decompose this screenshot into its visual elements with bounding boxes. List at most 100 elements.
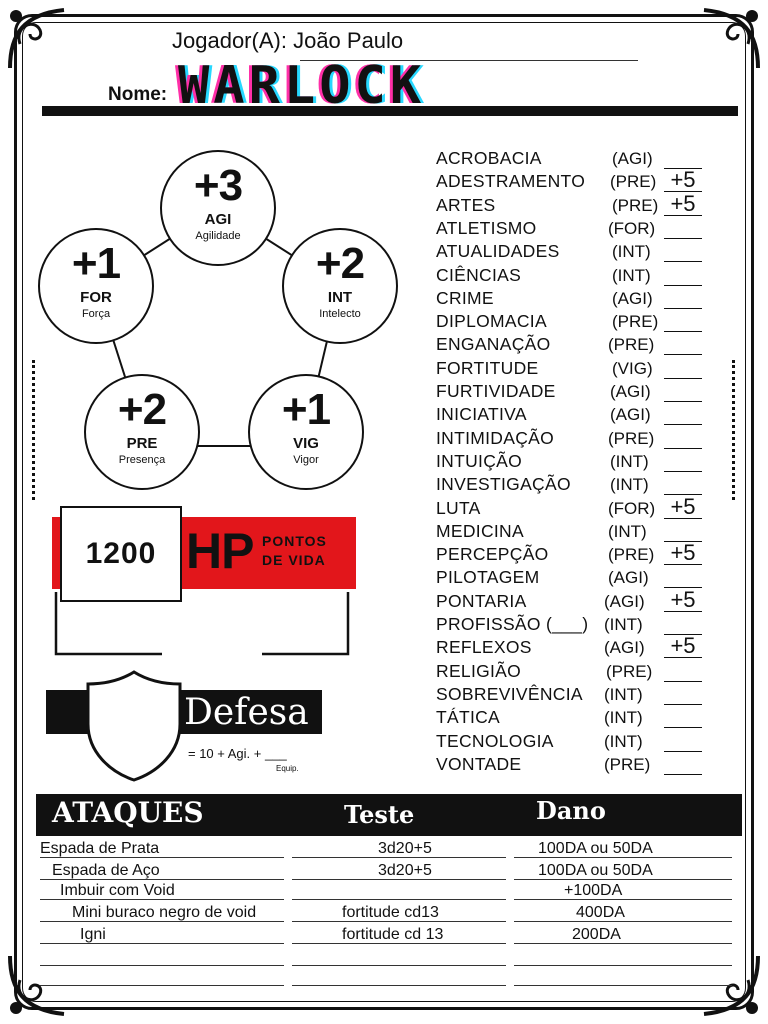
skill-attribute: (AGI)	[612, 149, 653, 168]
skill-bonus-field[interactable]	[664, 309, 702, 333]
player-label: Jogador(A):	[172, 28, 287, 53]
attack-row-line	[292, 965, 506, 966]
skill-bonus-field[interactable]	[664, 146, 702, 169]
skill-bonus-field[interactable]	[664, 263, 702, 286]
attribute-value: +2	[117, 385, 167, 434]
attack-row-line	[292, 943, 506, 944]
attack-row-line	[514, 943, 732, 944]
attribute-int: +2 INT Intelecto	[282, 228, 398, 344]
skill-name: SOBREVIVÊNCIA	[436, 683, 583, 704]
skill-bonus-field[interactable]	[664, 705, 702, 729]
attack-row-line	[514, 985, 732, 986]
attack-damage: 400DA	[576, 904, 625, 921]
attack-row-line	[292, 899, 506, 900]
skill-bonus-field[interactable]	[664, 426, 702, 449]
attack-damage: 100DA ou 50DA	[538, 862, 653, 879]
attack-name: Espada de Aço	[52, 862, 160, 879]
skill-bonus-field[interactable]	[664, 239, 702, 263]
skill-bonus-field[interactable]	[664, 519, 702, 542]
skill-attribute: (PRE)	[606, 661, 653, 681]
skill-bonus-field[interactable]: +5	[664, 495, 702, 519]
skill-attribute: (AGI)	[604, 638, 645, 658]
attribute-full-name: Presença	[118, 454, 166, 466]
hp-label: HP	[186, 523, 254, 579]
attack-row-line	[40, 921, 284, 922]
skill-name: TÁTICA	[436, 707, 501, 728]
attribute-pre: +2 PRE Presença	[84, 374, 200, 490]
skill-attribute: (PRE)	[612, 195, 659, 215]
defense-equip-label: Equip.	[276, 764, 299, 773]
corner-ornament-top-right	[703, 8, 760, 69]
attribute-full-name: Força	[81, 308, 111, 320]
skill-attribute: (AGI)	[610, 405, 651, 425]
skill-name: INTIMIDAÇÃO	[436, 427, 555, 448]
name-label: Nome:	[108, 84, 168, 105]
skill-bonus-field[interactable]	[664, 752, 702, 775]
skill-bonus-field[interactable]	[664, 286, 702, 309]
attack-name: Espada de Prata	[40, 840, 160, 857]
skill-attribute: (INT)	[612, 265, 651, 285]
player-field: Jogador(A): João Paulo	[172, 28, 403, 54]
skill-bonus-field[interactable]	[664, 682, 702, 705]
attribute-abbr: INT	[327, 289, 353, 306]
skill-name: PERCEPÇÃO	[436, 544, 549, 565]
skill-bonus-field[interactable]	[664, 565, 702, 589]
attack-test: fortitude cd13	[342, 904, 439, 921]
attack-row-line	[292, 879, 506, 880]
skill-bonus-field[interactable]	[664, 356, 702, 379]
skill-bonus-field[interactable]	[664, 216, 702, 239]
skill-name: ATLETISMO	[436, 217, 537, 238]
header-divider	[42, 106, 738, 116]
skill-bonus-field[interactable]	[664, 612, 702, 635]
skill-bonus-field[interactable]	[664, 332, 702, 356]
skill-bonus-field[interactable]	[664, 402, 702, 426]
skill-bonus-field[interactable]: +5	[664, 635, 702, 659]
skill-attribute: (INT)	[610, 475, 649, 495]
attack-row-line	[514, 879, 732, 880]
skill-name: CIÊNCIAS	[436, 264, 522, 285]
attribute-value: +3	[193, 161, 243, 210]
skill-bonus-field[interactable]	[664, 379, 702, 402]
skill-name: ARTES	[436, 194, 496, 215]
skill-bonus-field[interactable]: +5	[664, 192, 702, 216]
attack-row-line	[292, 857, 506, 858]
skill-attribute: (PRE)	[608, 335, 655, 355]
skill-name: ADESTRAMENTO	[436, 171, 586, 192]
attribute-abbr: PRE	[126, 435, 158, 452]
attack-damage: +100DA	[564, 882, 623, 899]
skill-name: FORTITUDE	[436, 357, 539, 378]
player-name: João Paulo	[293, 28, 404, 53]
skill-attribute: (INT)	[604, 731, 643, 751]
skill-attribute: (PRE)	[612, 312, 659, 332]
attacks-header-bar	[36, 794, 742, 836]
attribute-vig: +1 VIG Vigor	[248, 374, 364, 490]
skill-attribute: (AGI)	[604, 591, 645, 611]
skill-attribute: (PRE)	[604, 754, 651, 774]
skill-bonus-field[interactable]	[664, 729, 702, 752]
attacks-header-test: Teste	[344, 800, 415, 829]
corner-ornament-bottom-left	[8, 955, 65, 1016]
skill-bonus-field[interactable]: +5	[664, 169, 702, 193]
skill-name: INICIATIVA	[436, 404, 527, 425]
skill-name: FURTIVIDADE	[436, 381, 556, 401]
attack-name: Mini buraco negro de void	[72, 904, 257, 921]
skill-name: RELIGIÃO	[436, 660, 522, 681]
skill-name: CRIME	[436, 287, 494, 308]
attack-row-line	[514, 965, 732, 966]
attribute-for: +1 FOR Força	[38, 228, 154, 344]
skill-bonus-field[interactable]	[664, 659, 702, 682]
skill-bonus-field[interactable]: +5	[664, 542, 702, 566]
attribute-abbr: FOR	[80, 289, 112, 306]
skill-name: DIPLOMACIA	[436, 311, 547, 332]
skill-bonus-field[interactable]	[664, 449, 702, 472]
attack-row-line	[514, 921, 732, 922]
attack-row-line	[40, 965, 284, 966]
skill-attribute: (AGI)	[610, 382, 651, 401]
skill-bonus-field[interactable]	[664, 472, 702, 496]
page-frame-inner	[22, 22, 746, 1002]
skill-name: PILOTAGEM	[436, 567, 540, 588]
skill-bonus-field[interactable]: +5	[664, 588, 702, 612]
skill-name: ENGANAÇÃO	[436, 334, 551, 355]
skill-name: REFLEXOS	[436, 637, 532, 658]
attack-damage: 100DA ou 50DA	[538, 840, 653, 857]
